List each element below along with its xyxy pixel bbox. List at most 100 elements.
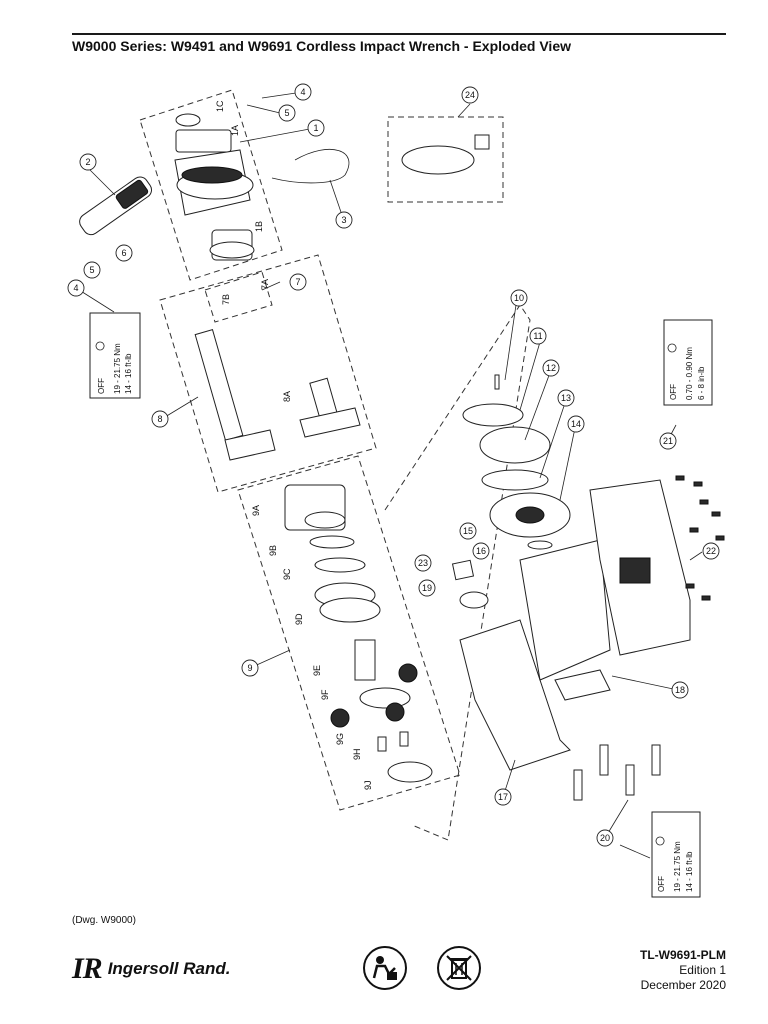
torque-box-20: OFF 19 - 21.75 Nm 14 - 16 ft-lb	[651, 811, 701, 898]
sublabels: 1C 1A 1B 7A 7B 8A 9A 9B 9C 9D 9E 9F 9G 9…	[215, 100, 373, 790]
rotate-arrow-icon	[667, 343, 677, 353]
callout-15: 15	[459, 522, 477, 540]
document-info: TL-W9691-PLM Edition 1 December 2020	[640, 948, 726, 993]
no-trash-bin-icon	[437, 946, 481, 990]
svg-text:9D: 9D	[294, 613, 304, 625]
svg-text:14 - 16 ft-lb: 14 - 16 ft-lb	[685, 851, 694, 892]
svg-text:1: 1	[313, 123, 318, 133]
ir-logo-mark: IR	[72, 952, 103, 985]
callout-4-top: 4	[294, 83, 312, 101]
svg-text:21: 21	[663, 436, 673, 446]
handle-part	[79, 176, 153, 236]
ring-parts	[462, 374, 571, 538]
callout-10: 10	[510, 289, 528, 307]
svg-text:8: 8	[157, 414, 162, 424]
callout-3: 3	[335, 211, 353, 229]
group-9-outline	[237, 455, 461, 811]
drawing-reference: (Dwg. W9000)	[72, 915, 136, 926]
svg-text:24: 24	[465, 90, 475, 100]
svg-text:9B: 9B	[268, 545, 278, 556]
group-24-outline	[387, 116, 504, 203]
document-code: TL-W9691-PLM	[639, 948, 726, 962]
motor-housing-part	[174, 113, 255, 261]
svg-text:16: 16	[476, 546, 486, 556]
callout-5-top: 5	[278, 104, 296, 122]
callout-4-left: 4	[67, 279, 85, 297]
svg-text:9F: 9F	[320, 689, 330, 700]
svg-text:OFF: OFF	[657, 876, 666, 892]
svg-text:23: 23	[418, 558, 428, 568]
callout-19: 19	[418, 579, 436, 597]
brand-name: Ingersoll Rand.	[107, 959, 231, 978]
header-rule	[72, 33, 726, 35]
svg-text:OFF: OFF	[669, 384, 678, 400]
callout-5-left: 5	[83, 261, 101, 279]
svg-text:15: 15	[463, 526, 473, 536]
svg-text:10: 10	[514, 293, 524, 303]
callout-24: 24	[461, 86, 479, 104]
svg-text:19 - 21.75 Nm: 19 - 21.75 Nm	[673, 841, 682, 892]
callout-7: 7	[289, 273, 307, 291]
svg-text:0.70 - 0.90 Nm: 0.70 - 0.90 Nm	[685, 347, 694, 400]
torque-box-21: OFF 0.70 - 0.90 Nm 6 - 8 in-lb	[663, 319, 713, 406]
callout-6: 6	[115, 244, 133, 262]
svg-text:9E: 9E	[312, 665, 322, 676]
svg-text:8A: 8A	[282, 391, 292, 402]
rotate-arrow-icon	[655, 836, 665, 846]
svg-text:6: 6	[121, 248, 126, 258]
callout-8: 8	[151, 410, 169, 428]
publication-date: December 2020	[640, 978, 726, 992]
svg-text:6 - 8 in-lb: 6 - 8 in-lb	[697, 366, 706, 400]
svg-text:1A: 1A	[230, 125, 240, 136]
svg-text:2: 2	[85, 157, 90, 167]
svg-text:18: 18	[675, 685, 685, 695]
group-7-outline	[204, 271, 273, 323]
svg-text:9A: 9A	[251, 505, 261, 516]
svg-text:1B: 1B	[254, 221, 264, 232]
callout-12: 12	[542, 359, 560, 377]
rotate-arrow-icon	[95, 341, 105, 351]
callout-2: 2	[79, 153, 97, 171]
svg-text:9H: 9H	[352, 748, 362, 760]
screw-parts	[573, 475, 725, 801]
svg-text:7A: 7A	[260, 279, 270, 290]
callout-23: 23	[414, 554, 432, 572]
belt-clip-part	[271, 148, 350, 184]
callout-17: 17	[494, 788, 512, 806]
svg-text:5: 5	[284, 108, 289, 118]
callout-13: 13	[557, 389, 575, 407]
svg-text:5: 5	[89, 265, 94, 275]
callout-16: 16	[472, 542, 490, 560]
svg-text:9G: 9G	[335, 733, 345, 745]
svg-text:1C: 1C	[215, 100, 225, 112]
shaft-part	[194, 329, 361, 461]
group-1-outline	[139, 89, 283, 281]
svg-text:19 - 21.75 Nm: 19 - 21.75 Nm	[113, 343, 122, 394]
svg-text:7B: 7B	[221, 294, 231, 305]
callout-11: 11	[529, 327, 547, 345]
small-parts	[451, 540, 611, 701]
svg-text:12: 12	[546, 363, 556, 373]
svg-text:14 - 16 ft-lb: 14 - 16 ft-lb	[124, 353, 133, 394]
read-manual-icon	[363, 946, 407, 990]
svg-text:9: 9	[247, 663, 252, 673]
svg-text:22: 22	[706, 546, 716, 556]
callout-9: 9	[241, 659, 259, 677]
ingersoll-rand-logo: IR Ingersoll Rand.	[72, 952, 230, 986]
svg-text:9C: 9C	[282, 568, 292, 580]
group-8-outline	[159, 254, 377, 493]
svg-text:19: 19	[422, 583, 432, 593]
group-housing-outline	[384, 304, 531, 841]
svg-text:14: 14	[571, 419, 581, 429]
svg-text:4: 4	[73, 283, 78, 293]
callout-1: 1	[307, 119, 325, 137]
svg-text:7: 7	[295, 277, 300, 287]
callout-14: 14	[567, 415, 585, 433]
svg-text:3: 3	[341, 215, 346, 225]
callout-21: 21	[659, 432, 677, 450]
svg-text:OFF: OFF	[97, 378, 106, 394]
callout-20: 20	[596, 829, 614, 847]
leader-lines	[75, 92, 703, 859]
svg-text:11: 11	[533, 331, 542, 341]
